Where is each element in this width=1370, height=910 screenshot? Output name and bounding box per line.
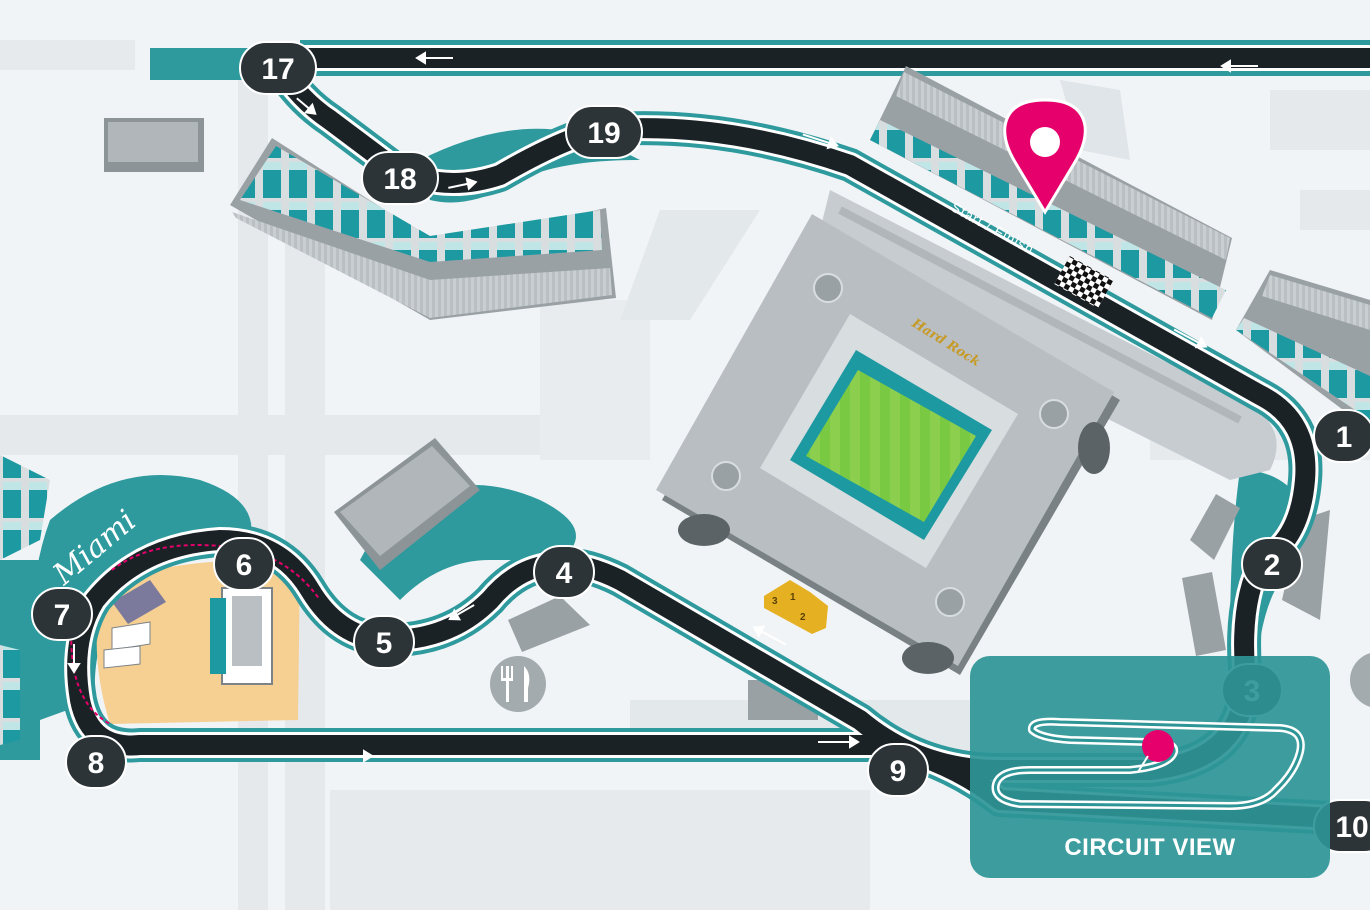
podium: 1 2 3 — [764, 580, 828, 634]
svg-text:2: 2 — [1264, 549, 1281, 582]
turn-1-badge[interactable]: 1 — [1313, 409, 1370, 463]
podium-third: 3 — [772, 596, 778, 607]
stadium: Hard Rock — [656, 214, 1120, 675]
turn-8-badge[interactable]: 8 — [65, 735, 127, 789]
circuit-view-panel[interactable]: CIRCUIT VIEW — [970, 656, 1330, 878]
svg-text:8: 8 — [88, 747, 105, 780]
arrow-icon — [1220, 59, 1258, 73]
arrow-icon — [752, 625, 787, 646]
grandstand-west — [0, 455, 50, 745]
turn-6-badge[interactable]: 6 — [213, 537, 275, 591]
marina — [96, 559, 301, 724]
arrow-icon — [1173, 328, 1208, 349]
turn-4-badge[interactable]: 4 — [533, 545, 595, 599]
svg-text:5: 5 — [376, 627, 393, 660]
arrow-icon — [818, 735, 860, 749]
arrow-icon — [67, 644, 81, 674]
podium-second: 2 — [800, 612, 806, 623]
turn-2-badge[interactable]: 2 — [1241, 537, 1303, 591]
pit-building — [810, 190, 1277, 480]
arrow-icon — [448, 604, 475, 621]
grandstand-north — [230, 138, 616, 320]
turn-5-badge[interactable]: 5 — [353, 615, 415, 669]
arrow-icon — [415, 51, 453, 65]
arrow-icon — [336, 749, 374, 763]
svg-text:6: 6 — [236, 549, 253, 582]
svg-text:7: 7 — [54, 599, 71, 632]
turn-17-badge[interactable]: 17 — [239, 41, 317, 95]
turn-18-badge[interactable]: 18 — [361, 151, 439, 205]
arrow-icon — [802, 133, 839, 150]
small-buildings — [104, 118, 1330, 720]
current-position-marker — [1142, 730, 1174, 762]
arrow-icon — [448, 177, 478, 191]
fork-knife-icon[interactable] — [490, 656, 546, 712]
fork-knife-icon[interactable] — [1350, 652, 1370, 708]
direction-arrows — [67, 51, 1258, 763]
turn-7-badge[interactable]: 7 — [31, 587, 93, 641]
svg-text:4: 4 — [556, 557, 573, 590]
svg-text:19: 19 — [587, 117, 620, 150]
turn-9-badge[interactable]: 9 — [867, 743, 929, 797]
circuit-view-label: CIRCUIT VIEW — [1064, 834, 1235, 861]
checkered-flag-icon — [1054, 256, 1114, 309]
podium-first: 1 — [790, 592, 796, 603]
svg-text:17: 17 — [261, 53, 294, 86]
grandstand-east — [1236, 270, 1370, 430]
svg-text:1: 1 — [1336, 421, 1353, 454]
svg-text:10: 10 — [1335, 811, 1368, 844]
map-pin-icon[interactable] — [1003, 98, 1087, 215]
turn-19-badge[interactable]: 19 — [565, 105, 643, 159]
svg-text:18: 18 — [383, 163, 416, 196]
svg-text:9: 9 — [890, 755, 907, 788]
arrow-icon — [296, 97, 317, 115]
